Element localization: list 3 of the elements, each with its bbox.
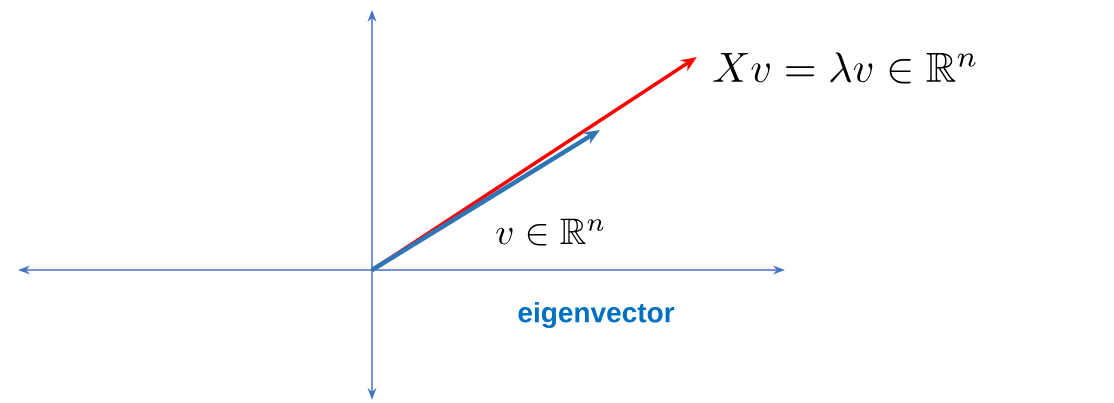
formula-label: $Xv = \lambda v \in \mathbb{R}^n$ xyxy=(713,52,976,84)
vector-label: eigenvector xyxy=(518,301,675,329)
formula-label: $v \in \mathbb{R}^n$ xyxy=(496,218,604,246)
